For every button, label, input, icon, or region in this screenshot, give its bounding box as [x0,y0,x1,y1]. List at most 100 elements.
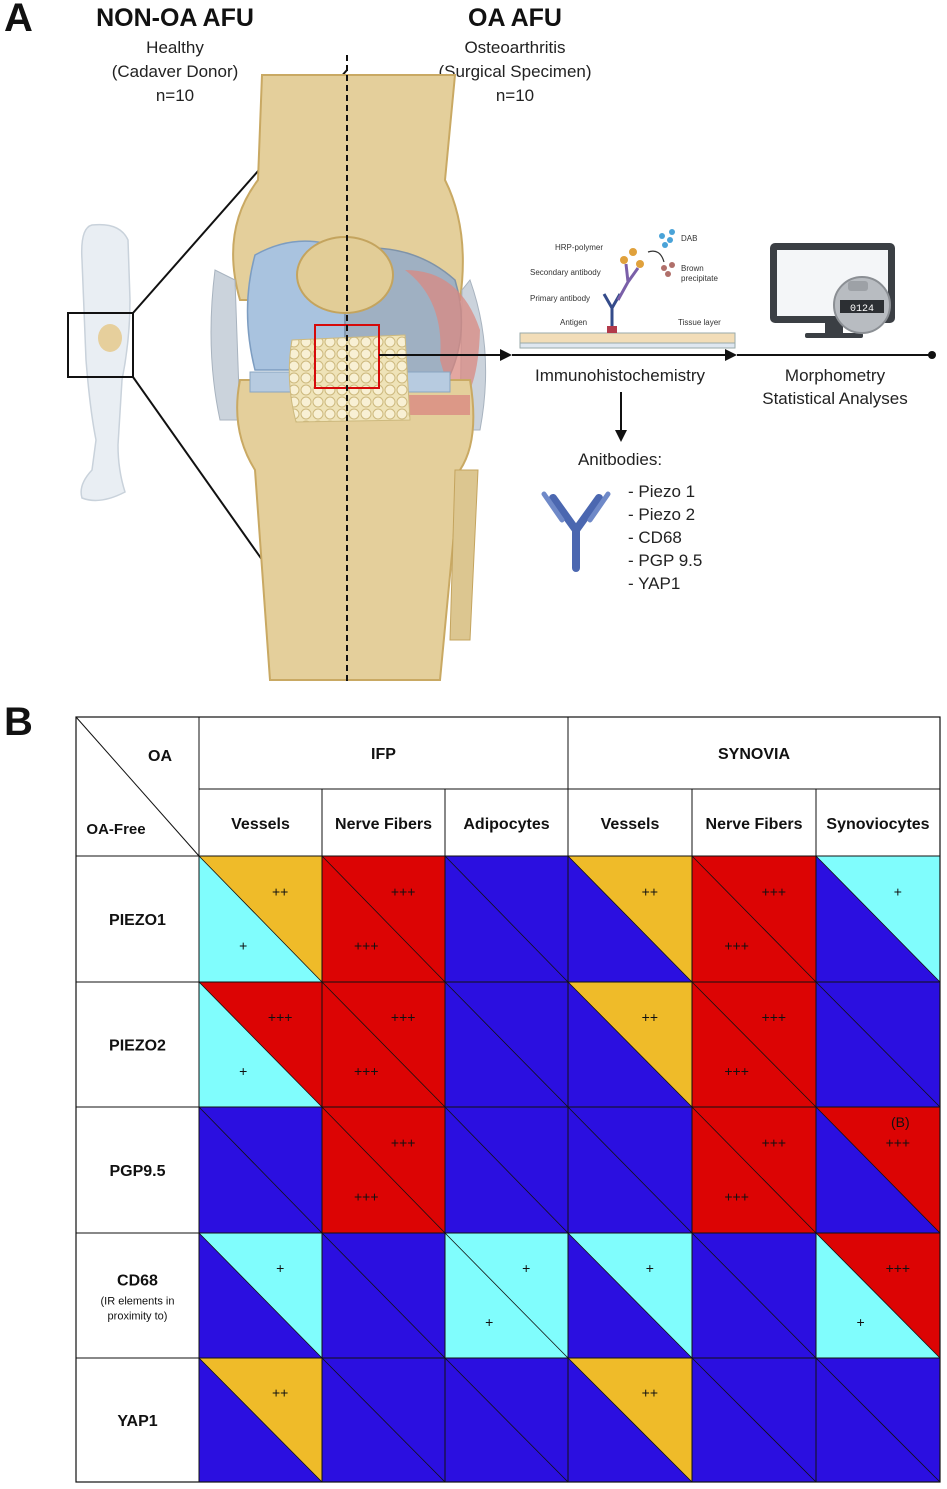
cell-diagonal [321,981,446,1108]
cell-oa-score: +++ [886,1260,911,1276]
cell-oa-score: ++ [642,1009,658,1025]
cell-oa-free-score: +++ [354,1063,379,1079]
non-oa-title: NON-OA AFU [96,4,254,32]
cell-oa-score: +++ [391,1009,416,1025]
row-header-note: proximity to) [108,1311,168,1323]
cell-diagonal [444,981,569,1108]
cell-oa-score: +++ [762,1134,787,1150]
step-morphometry: Morphometry [784,366,886,385]
ihc-label-dab: DAB [681,234,698,243]
corner-diagonal [75,716,200,857]
row-header: CD68 [117,1273,158,1290]
step-immunohistochemistry: Immunohistochemistry [534,366,706,385]
cell-diagonal [815,1357,941,1483]
cell-oa-score: + [276,1260,284,1276]
corner-oa-free-label: OA-Free [86,821,145,838]
antibody-item: - Piezo 2 [628,505,696,524]
tally-counter-icon [833,276,891,334]
cell-diagonal [815,1106,941,1234]
column-header: Vessels [601,816,660,833]
cell-oa-free-score: +++ [354,1189,379,1205]
ihc-label-tissue: Tissue layer [678,318,721,327]
group-header-synovia: SYNOVIA [718,746,790,763]
cell-diagonal [567,1232,693,1359]
cell-diagonal [321,855,446,983]
cell-diagonal [815,1232,941,1359]
cell-diagonal [198,1106,323,1234]
cell-diagonal [444,855,569,983]
ihc-label-hrp: HRP-polymer [555,243,604,252]
cell-diagonal [691,981,817,1108]
cell-oa-free-score: +++ [724,1189,749,1205]
ihc-label-precipitate: precipitate [681,274,718,283]
ihc-label-primary: Primary antibody [530,294,591,303]
oa-line3: n=10 [495,86,535,105]
row-header: PIEZO1 [109,912,166,929]
column-header: Nerve Fibers [706,816,803,833]
cell-diagonal [567,1357,693,1483]
column-header: Adipocytes [463,816,549,833]
cell-oa-free-score: + [857,1314,865,1330]
group-header-ifp: IFP [371,746,396,763]
table-header-bg [76,717,940,856]
cell-note: (B) [891,1114,910,1130]
cell-oa-score: ++ [642,883,658,899]
cell-oa-free-score: + [239,1063,247,1079]
cell-oa-free-score: +++ [724,938,749,954]
cell-oa-score: +++ [886,1134,911,1150]
ihc-label-brown: Brown [681,264,704,273]
antibody-item: - YAP1 [628,574,681,593]
cell-diagonal [444,1232,569,1359]
cell-oa-score: +++ [762,883,787,899]
illustration-canvas: 0124 [67,55,936,682]
leg-zoom-box [67,312,134,378]
row-header: PGP9.5 [109,1163,165,1180]
cell-oa-free-score: + [239,938,247,954]
cell-diagonal [815,981,941,1108]
monitor-icon [770,243,895,338]
cell-diagonal [198,855,323,983]
non-oa-line3: n=10 [155,86,195,105]
cell-oa-score: +++ [391,883,416,899]
column-header: Nerve Fibers [335,816,432,833]
cell-diagonal [444,1357,569,1483]
cell-oa-score: ++ [272,883,288,899]
ihc-label-antigen: Antigen [560,318,588,327]
table-border [75,716,941,1483]
cell-diagonal [444,1106,569,1234]
oa-title: OA AFU [468,4,562,32]
antibody-icon [541,491,611,572]
cell-diagonal [691,1232,817,1359]
cell-diagonal [198,1232,323,1359]
cell-oa-score: +++ [268,1009,293,1025]
column-header: Vessels [231,816,290,833]
panel-b-letter: B [4,700,33,744]
cell-oa-score: + [646,1260,654,1276]
leg-illustration [67,223,134,502]
antibodies-title: Anitbodies: [577,450,663,469]
non-oa-line2: (Cadaver Donor) [111,62,239,81]
antibody-list: - Piezo 1 - Piezo 2 - CD68 - PGP 9.5 - Y… [628,480,702,595]
step-statistical-analyses: Statistical Analyses [762,389,908,408]
row-header: YAP1 [117,1413,157,1430]
cell-oa-score: ++ [642,1385,658,1401]
cell-diagonal [321,1232,446,1359]
cell-diagonal [198,1357,323,1483]
cell-diagonal [567,1106,693,1234]
antibody-item: - Piezo 1 [628,482,696,501]
cell-oa-free-score: +++ [724,1063,749,1079]
cell-oa-free-score: +++ [354,938,379,954]
counter-value: 0124 [850,304,874,315]
cell-diagonal [321,1106,446,1234]
ihc-schematic [519,229,736,349]
cell-diagonal [691,1357,817,1483]
cell-diagonal [567,981,693,1108]
cell-diagonal [691,855,817,983]
cell-oa-free-score: + [485,1314,493,1330]
cell-diagonal [691,1106,817,1234]
row-header-note: (IR elements in [101,1296,175,1308]
corner-oa-label: OA [148,748,172,765]
cell-diagonal [321,1357,446,1483]
cell-diagonal [815,855,941,983]
